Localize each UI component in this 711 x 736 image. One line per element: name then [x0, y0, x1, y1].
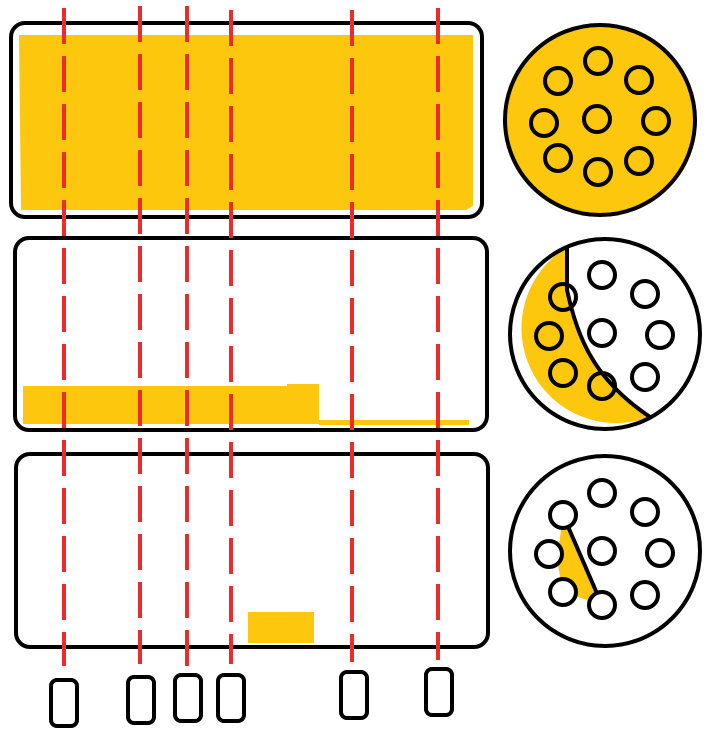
circle-1-hole	[583, 157, 613, 187]
circle-3-hole	[534, 539, 564, 569]
circle-2-boundary	[565, 247, 652, 419]
panel-2-fill-strip	[319, 420, 469, 425]
circle-3	[508, 454, 702, 648]
circle-1-hole	[582, 104, 612, 134]
slot-4	[216, 673, 246, 723]
circle-3-hole	[587, 590, 617, 620]
circle-2-hole	[548, 282, 578, 312]
circle-2-hole	[587, 260, 617, 290]
slot-1	[49, 678, 79, 728]
circle-1-hole	[543, 66, 573, 96]
panel-1	[9, 21, 484, 219]
circle-1-hole	[624, 146, 654, 176]
panel-1-fill	[19, 35, 473, 210]
circle-2-hole	[548, 358, 578, 388]
slot-6	[424, 667, 454, 717]
slot-2	[126, 675, 156, 725]
panel-2-fill	[23, 384, 319, 424]
circle-3-hole	[630, 580, 660, 610]
panel-2	[13, 236, 489, 432]
circle-2	[508, 237, 702, 431]
circle-1	[503, 23, 697, 217]
circle-3-hole	[587, 478, 617, 508]
circle-2-hole	[534, 321, 564, 351]
circle-3-boundary	[561, 514, 604, 606]
circle-1-hole	[529, 108, 559, 138]
circle-2-hole	[630, 279, 660, 309]
slot-3	[173, 673, 203, 723]
dashed-lines	[62, 6, 440, 666]
circle-2-hole	[630, 362, 660, 392]
panel-3-frame	[14, 452, 490, 649]
circle-1-hole	[641, 106, 671, 136]
slots	[49, 667, 454, 728]
circle-2-hole	[587, 318, 617, 348]
slot-5	[339, 670, 369, 720]
circle-3-hole	[645, 538, 675, 568]
circle-1-hole	[543, 143, 573, 173]
circle-3-hole	[630, 497, 660, 527]
circle-3-hole	[548, 500, 578, 530]
circle-1-hole	[583, 46, 613, 76]
circle-2-hole	[645, 320, 675, 350]
circle-1-hole	[624, 65, 654, 95]
circle-3-hole	[587, 536, 617, 566]
panel-2-frame	[13, 236, 489, 432]
circle-3-hole	[548, 577, 578, 607]
circle-2-outline	[508, 237, 702, 431]
panel-3	[14, 452, 490, 649]
circle-2-hole	[587, 371, 617, 401]
panel-3-fill	[248, 612, 314, 643]
